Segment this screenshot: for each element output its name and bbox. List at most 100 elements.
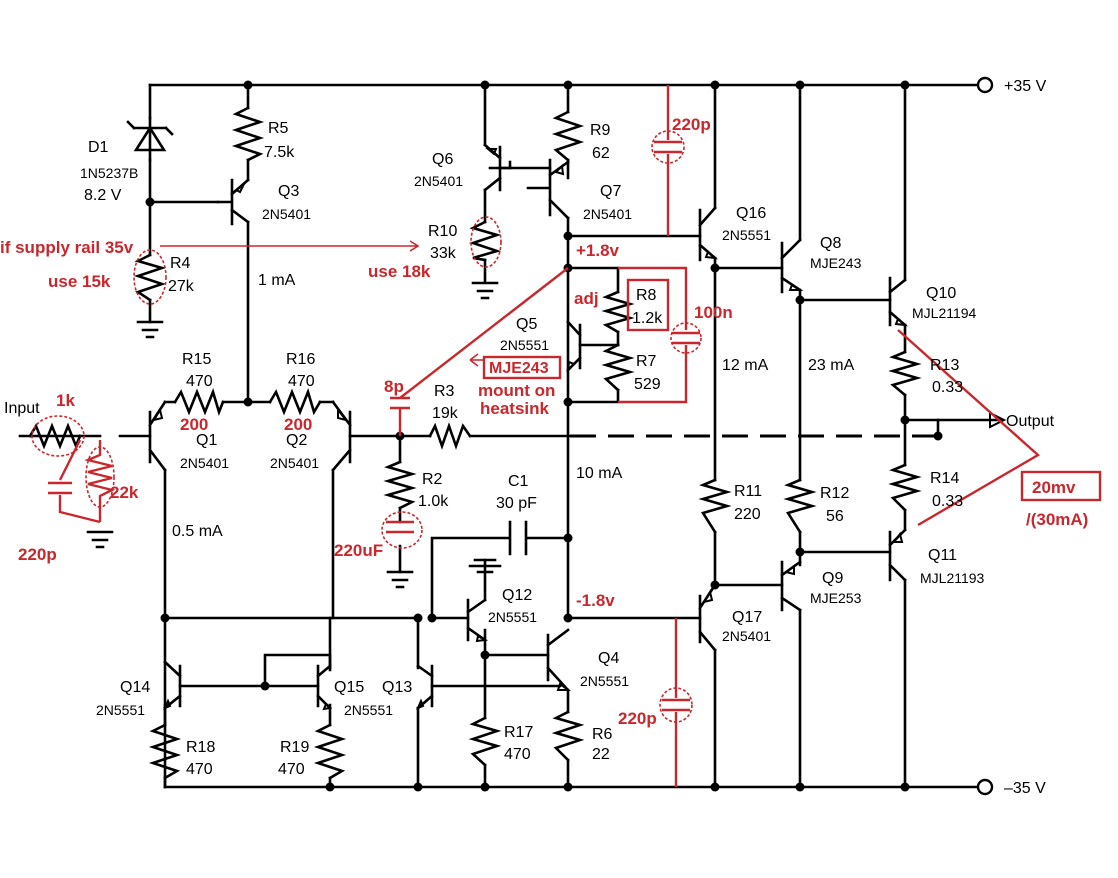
r200b-label: 200: [284, 415, 312, 434]
r2-ref: R2: [422, 471, 443, 488]
r17-value: 470: [504, 746, 531, 763]
q6-ref: Q6: [432, 151, 453, 168]
r17-ref: R17: [504, 724, 533, 741]
red-modifications: [31, 85, 1102, 787]
r5-resistor: [231, 106, 265, 162]
c220uf-label: 220uF: [334, 541, 383, 560]
q15-ref: Q15: [334, 679, 364, 696]
d1-part: 1N5237B: [80, 165, 138, 181]
r13-value: 0.33: [932, 379, 963, 396]
c220p-top-capacitor: [654, 85, 682, 236]
input-1k-resistor: [28, 422, 82, 450]
q2-ref: Q2: [286, 432, 307, 449]
q5-part: 2N5551: [500, 337, 549, 353]
q8-ref: Q8: [820, 235, 841, 252]
input-22k-resistor: [84, 440, 116, 522]
q13-ref: Q13: [382, 679, 412, 696]
r14-resistor: [888, 463, 922, 512]
r8-highlight-box: [626, 278, 670, 332]
q7-part: 2N5401: [583, 206, 632, 222]
input-label: Input: [4, 400, 40, 417]
r6-resistor: [551, 710, 585, 762]
r18-resistor: [148, 723, 182, 780]
input-220p-capacitor: [48, 439, 101, 524]
transistors: [148, 143, 909, 711]
r18-ref: R18: [186, 739, 215, 756]
r9-ref: R9: [590, 122, 611, 139]
q10-ref: Q10: [926, 285, 956, 302]
r9-resistor: [551, 110, 585, 162]
r11-ref: R11: [734, 483, 762, 500]
current-10ma: 10 mA: [576, 465, 623, 482]
q10-part: MJL21194: [912, 305, 977, 321]
c1k-label: 1k: [56, 391, 75, 410]
c220p-top-label: 220p: [672, 115, 711, 134]
q3-part: 2N5401: [262, 206, 311, 222]
r2-resistor: [383, 460, 417, 510]
q1-transistor: [148, 400, 167, 472]
neg-rail-terminal: [976, 778, 994, 796]
q17-part: 2N5401: [722, 628, 771, 644]
c8p-label: 8p: [384, 377, 404, 396]
output-triangle: [897, 329, 1041, 527]
q3-ref: Q3: [278, 183, 299, 200]
q3-transistor: [216, 178, 250, 226]
mje243-box: [482, 355, 562, 380]
adj-label: adj: [574, 289, 599, 308]
q8-transistor: [780, 238, 802, 294]
current-12ma: 12 mA: [722, 357, 769, 374]
q8-part: MJE243: [810, 255, 862, 271]
q16-part: 2N5551: [722, 227, 771, 243]
r7-ref: R7: [636, 353, 657, 370]
d1-value: 8.2 V: [84, 187, 122, 204]
q4-part: 2N5551: [580, 673, 629, 689]
r15-resistor: [173, 388, 225, 416]
r4-value: 27k: [168, 278, 195, 295]
r14-value: 0.33: [932, 493, 963, 510]
pos-rail-label: +35 V: [1004, 78, 1047, 95]
r3-resistor: [428, 422, 472, 450]
q4-ref: Q4: [598, 650, 619, 667]
r11-value: 220: [734, 506, 761, 523]
mount-line-1: mount on: [478, 381, 555, 400]
input-1k-highlight: [31, 415, 85, 457]
current-23ma: 23 mA: [808, 357, 855, 374]
r13-resistor: [888, 350, 922, 397]
r7-resistor: [601, 343, 635, 392]
r4-highlight: [133, 249, 167, 305]
note-arrow: [160, 240, 420, 252]
ma30-label: /(30mA): [1026, 510, 1088, 529]
neg-rail-label: –35 V: [1004, 780, 1046, 797]
r17-resistor: [468, 716, 502, 767]
c220p-bottom-label: 220p: [618, 709, 657, 728]
r19-ref: R19: [280, 739, 309, 756]
mv20-label: 20mv: [1032, 478, 1076, 497]
q6-part: 2N5401: [414, 173, 463, 189]
q12-part: 2N5551: [488, 609, 537, 625]
r16-ref: R16: [286, 351, 315, 368]
r4-resistor: [133, 253, 167, 302]
note-use-15k: use 15k: [48, 272, 111, 291]
r19-resistor: [313, 723, 347, 780]
q14-ref: Q14: [120, 679, 150, 696]
r8-ref: R8: [636, 287, 657, 304]
ground-symbols: [86, 281, 502, 589]
q15-transistor: [316, 664, 332, 710]
mount-line-2: heatsink: [480, 399, 550, 418]
resistors: [28, 106, 922, 780]
r3-ref: R3: [434, 383, 455, 400]
r4-ref: R4: [170, 255, 191, 272]
r15-value: 470: [186, 373, 213, 390]
q9-ref: Q9: [822, 570, 843, 587]
q7-transistor: [526, 158, 570, 220]
q16-ref: Q16: [736, 205, 766, 222]
q17-ref: Q17: [732, 609, 762, 626]
r12-resistor: [783, 478, 817, 534]
r200a-label: 200: [180, 415, 208, 434]
mv20-box: [1020, 470, 1102, 502]
r19-value: 470: [278, 761, 305, 778]
r16-value: 470: [288, 373, 315, 390]
q5-ref: Q5: [516, 316, 537, 333]
q6-transistor: [483, 143, 512, 192]
